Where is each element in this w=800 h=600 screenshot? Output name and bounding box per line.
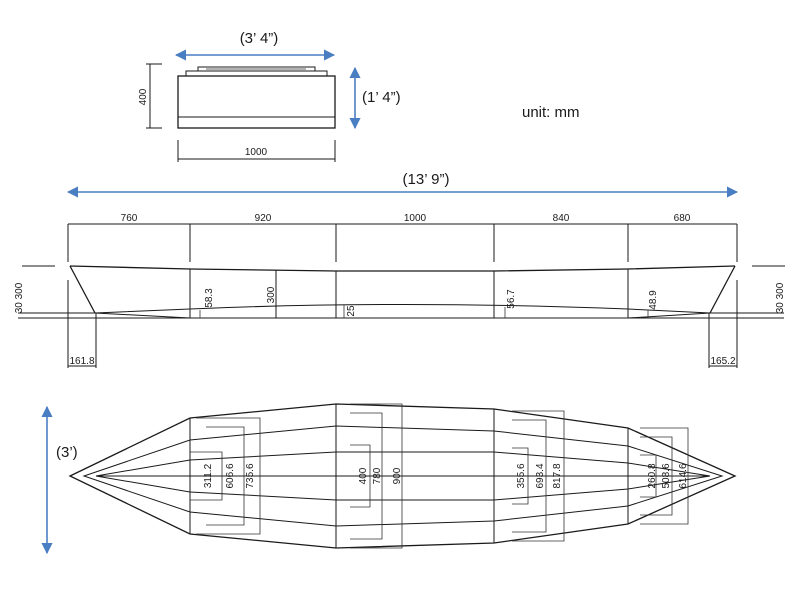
unit-label: unit: mm <box>522 104 580 121</box>
end-view-height-dimension: 400 <box>138 63 162 129</box>
plan-view: (3’) <box>41 403 737 555</box>
station-width-label: 355.6 <box>516 463 527 488</box>
plan-view-beam-imperial: (3’) <box>56 444 78 461</box>
left-overhang: 161.8 <box>69 356 94 367</box>
right-heights: 30 300 <box>775 282 786 313</box>
station-width-label: 400 <box>358 467 369 484</box>
station-width-label: 817.8 <box>552 463 563 488</box>
station-width-label: 735.6 <box>245 463 256 488</box>
end-view-width-mm: 1000 <box>245 147 268 158</box>
station-width-label: 900 <box>392 467 403 484</box>
side-view-left-height-dimension: 30 300 <box>14 265 55 313</box>
left-overhang-dimension: 161.8 <box>67 280 97 368</box>
plan-view-hull <box>68 403 737 549</box>
station-width-label: 508.6 <box>661 463 672 488</box>
side-view-segment-chain: 760 920 1000 840 680 <box>67 213 738 262</box>
end-view-section <box>177 66 336 129</box>
end-view-height-mm: 400 <box>138 88 149 105</box>
side-view: (13’ 9”) 760 920 1000 840 680 <box>14 171 786 368</box>
inner-depth-label: 58.3 <box>204 288 215 308</box>
station-width-label: 780 <box>372 467 383 484</box>
station-width-label: 614.6 <box>678 463 689 488</box>
inner-depth-label: 56.7 <box>506 289 517 309</box>
station-width-label: 693.4 <box>535 463 546 488</box>
left-heights: 30 300 <box>14 282 25 313</box>
end-view-width-imperial: (3’ 4”) <box>240 30 279 47</box>
end-view: (3’ 4”) 400 1000 (1’ 4”) <box>138 30 401 162</box>
segment-label: 680 <box>674 213 691 224</box>
segment-label: 1000 <box>404 213 427 224</box>
inner-depth-label: 300 <box>266 286 277 303</box>
segment-label: 920 <box>255 213 272 224</box>
side-view-length-imperial: (13’ 9”) <box>403 171 450 188</box>
segment-label: 760 <box>121 213 138 224</box>
end-view-width-dimension: 1000 <box>177 140 336 162</box>
side-view-hull <box>18 265 784 319</box>
side-view-right-height-dimension: 30 300 <box>752 265 786 313</box>
inner-depth-label: 48.9 <box>648 290 659 310</box>
segment-label: 840 <box>553 213 570 224</box>
station-width-label: 260.8 <box>647 463 658 488</box>
station-width-label: 311.2 <box>203 463 214 488</box>
end-view-height-imperial: (1’ 4”) <box>362 89 401 106</box>
station-width-label: 606.6 <box>225 463 236 488</box>
inner-depth-label: 25 <box>346 305 357 317</box>
right-overhang-dimension: 165.2 <box>708 280 738 368</box>
right-overhang: 165.2 <box>710 356 735 367</box>
